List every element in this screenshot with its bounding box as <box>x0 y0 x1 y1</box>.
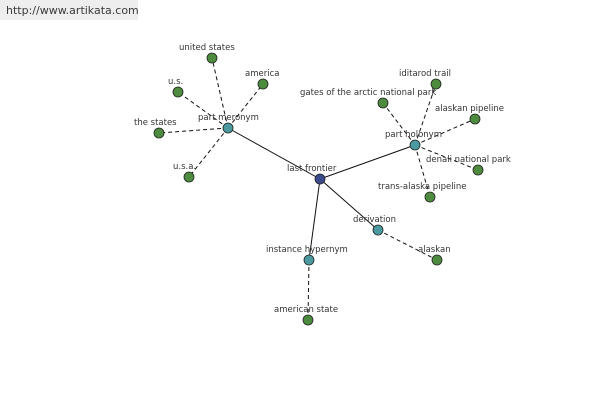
node-circle-gates_arctic[interactable] <box>377 97 389 109</box>
node-circle-part_meronym[interactable] <box>222 122 234 134</box>
edge-part_meronym-united_states <box>211 57 229 129</box>
edge-part_holonym-iditarod_trail <box>414 83 437 146</box>
node-denali[interactable]: denali national park <box>426 155 511 176</box>
edge-center-part_holonym <box>319 144 416 180</box>
node-label-derivation: derivation <box>353 215 396 225</box>
node-usa[interactable]: u.s.a. <box>173 162 196 183</box>
node-circle-american_state[interactable] <box>302 314 314 326</box>
node-circle-us[interactable] <box>172 86 184 98</box>
node-label-usa: u.s.a. <box>173 162 196 172</box>
node-label-instance_hypernym: instance hypernym <box>266 245 348 255</box>
node-circle-the_states[interactable] <box>153 127 165 139</box>
node-center[interactable]: last frontier <box>287 164 337 185</box>
node-us[interactable]: u.s. <box>168 77 184 98</box>
node-circle-united_states[interactable] <box>206 52 218 64</box>
node-circle-alaskan[interactable] <box>431 254 443 266</box>
site-url-banner[interactable]: http://www.artikata.com <box>0 0 139 20</box>
node-label-alaskan_pipeline: alaskan pipeline <box>435 104 504 114</box>
node-circle-usa[interactable] <box>183 171 195 183</box>
node-label-america: america <box>245 69 279 79</box>
edge-part_holonym-denali <box>414 144 479 171</box>
node-derivation[interactable]: derivation <box>353 215 396 236</box>
node-label-iditarod_trail: iditarod trail <box>399 69 451 79</box>
node-label-united_states: united states <box>179 43 235 53</box>
node-gates_arctic[interactable]: gates of the arctic national park <box>300 88 436 109</box>
node-america[interactable]: america <box>245 69 279 90</box>
node-united_states[interactable]: united states <box>179 43 235 64</box>
edge-part_holonym-gates_arctic <box>382 102 416 146</box>
node-circle-part_holonym[interactable] <box>409 139 421 151</box>
edge-center-part_meronym <box>227 127 321 180</box>
edges-layer <box>158 57 479 321</box>
node-circle-instance_hypernym[interactable] <box>303 254 315 266</box>
edge-part_meronym-the_states <box>158 127 229 134</box>
node-label-part_holonym: part holonym <box>385 130 442 140</box>
edge-center-derivation <box>319 178 379 231</box>
node-label-part_meronym: part meronym <box>198 113 259 123</box>
node-american_state[interactable]: american state <box>274 305 338 326</box>
edge-instance_hypernym-american_state <box>307 259 310 321</box>
node-label-center: last frontier <box>287 164 337 174</box>
node-circle-alaskan_pipeline[interactable] <box>469 113 481 125</box>
node-instance_hypernym[interactable]: instance hypernym <box>266 245 348 266</box>
node-circle-iditarod_trail[interactable] <box>430 78 442 90</box>
edge-part_holonym-alaskan_pipeline <box>414 118 476 146</box>
node-label-denali: denali national park <box>426 155 511 165</box>
node-label-us: u.s. <box>168 77 183 87</box>
node-part_meronym[interactable]: part meronym <box>198 113 259 134</box>
edge-part_meronym-usa <box>188 127 229 178</box>
node-circle-denali[interactable] <box>472 164 484 176</box>
node-circle-trans_alaska[interactable] <box>424 191 436 203</box>
node-label-gates_arctic: gates of the arctic national park <box>300 88 436 98</box>
node-trans_alaska[interactable]: trans-alaska pipeline <box>378 182 467 203</box>
edge-part_meronym-america <box>227 83 264 129</box>
node-the_states[interactable]: the states <box>134 118 177 139</box>
node-circle-derivation[interactable] <box>372 224 384 236</box>
edge-part_holonym-trans_alaska <box>414 144 431 198</box>
node-label-trans_alaska: trans-alaska pipeline <box>378 182 467 192</box>
node-label-alaskan: alaskan <box>418 245 451 255</box>
nodes-layer: last frontier part meronym part holonym der… <box>134 43 511 326</box>
node-label-the_states: the states <box>134 118 177 128</box>
node-iditarod_trail[interactable]: iditarod trail <box>399 69 451 90</box>
node-circle-center[interactable] <box>314 173 326 185</box>
site-url-text[interactable]: http://www.artikata.com <box>6 3 139 17</box>
node-circle-america[interactable] <box>257 78 269 90</box>
node-alaskan_pipeline[interactable]: alaskan pipeline <box>435 104 504 125</box>
node-alaskan[interactable]: alaskan <box>418 245 451 266</box>
node-label-american_state: american state <box>274 305 338 315</box>
node-part_holonym[interactable]: part holonym <box>385 130 442 151</box>
edge-part_meronym-us <box>177 91 229 129</box>
edge-center-instance_hypernym <box>308 178 321 261</box>
